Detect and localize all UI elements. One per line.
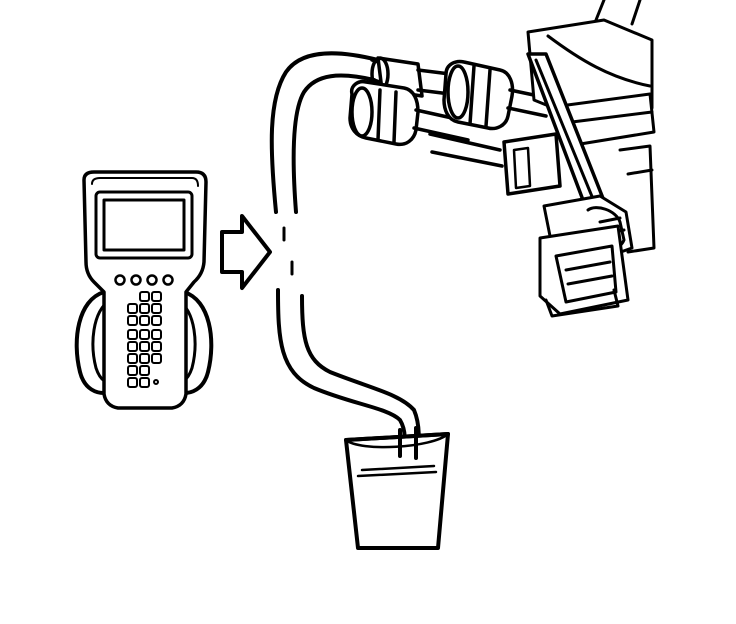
container-icon — [344, 426, 450, 550]
right-arrow-icon — [220, 214, 272, 290]
fitting-icon — [348, 56, 550, 168]
handheld-scan-tool-icon — [74, 170, 214, 410]
engine-block — [502, 0, 656, 318]
hose-icon — [269, 51, 421, 463]
